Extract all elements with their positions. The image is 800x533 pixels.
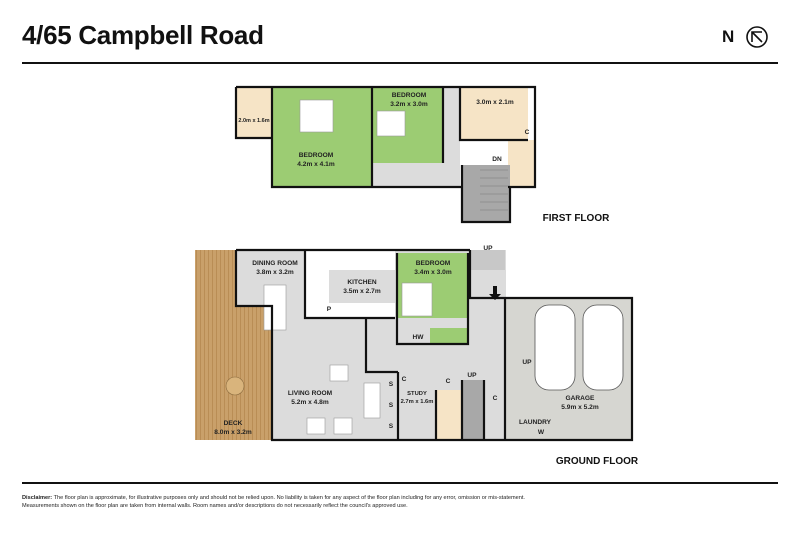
first-floor-label: FIRST FLOOR <box>543 213 610 224</box>
laundry-name: LAUNDRY <box>519 419 552 426</box>
stairs-up <box>462 380 484 440</box>
cupboard-label: C <box>446 378 451 385</box>
study-name: STUDY <box>407 391 427 397</box>
footer-divider <box>22 482 778 484</box>
cupboard-label: C <box>525 129 530 136</box>
bedroom-2-name: BEDROOM <box>392 92 427 99</box>
ensuite-size: 2.0m x 1.6m <box>238 118 269 124</box>
bedroom-main-name: BEDROOM <box>299 152 334 159</box>
ground-floor-plan <box>195 248 634 442</box>
north-label: N <box>722 27 735 46</box>
bedroom-main-size: 4.2m x 4.1m <box>297 161 335 168</box>
header-divider <box>22 62 778 64</box>
north-arrow-icon <box>746 26 768 48</box>
garage-name: GARAGE <box>566 395 596 402</box>
bathroom-size: 3.0m x 2.1m <box>476 99 514 106</box>
up-label: UP <box>483 245 493 252</box>
disclaimer-label: Disclaimer: <box>22 495 53 501</box>
dining-room-size: 3.8m x 3.2m <box>256 269 294 276</box>
kitchen-name: KITCHEN <box>347 279 377 286</box>
shelves-label: S <box>389 402 394 409</box>
living-room-size: 5.2m x 4.8m <box>291 399 329 406</box>
study-size: 2.7m x 1.6m <box>401 399 434 405</box>
up-label: UP <box>467 372 477 379</box>
dining-room-name: DINING ROOM <box>252 260 298 267</box>
cupboard-label: C <box>493 395 498 402</box>
powder-room <box>436 390 461 440</box>
deck-name: DECK <box>224 420 243 427</box>
pantry-label: P <box>327 306 332 313</box>
living-room-name: LIVING ROOM <box>288 390 333 397</box>
washer-label: W <box>538 429 545 436</box>
bathroom <box>460 87 528 140</box>
ground-floor-label: GROUND FLOOR <box>556 456 639 467</box>
stairs-down <box>462 165 510 222</box>
disclaimer: Disclaimer: The floor plan is approximat… <box>22 495 542 510</box>
bedroom-ground-name: BEDROOM <box>416 260 451 267</box>
property-address-title: 4/65 Campbell Road <box>22 20 264 50</box>
up-label: UP <box>522 359 532 366</box>
stairs-down-label: DN <box>492 156 502 163</box>
entry-arrow-icon <box>489 286 501 300</box>
ensuite <box>236 87 272 138</box>
bedroom-ground-size: 3.4m x 3.0m <box>414 269 452 276</box>
first-floor-plan <box>234 85 537 224</box>
shelves-label: S <box>389 423 394 430</box>
hot-water-label: HW <box>413 334 425 341</box>
garage-size: 5.9m x 5.2m <box>561 404 599 411</box>
shelves-label: S <box>389 381 394 388</box>
kitchen-size: 3.5m x 2.7m <box>343 288 381 295</box>
bedroom-2-size: 3.2m x 3.0m <box>390 101 428 108</box>
deck-size: 8.0m x 3.2m <box>214 429 252 436</box>
cupboard-label: C <box>402 376 407 383</box>
disclaimer-text: The floor plan is approximate, for illus… <box>22 495 525 509</box>
toilet <box>508 140 535 187</box>
